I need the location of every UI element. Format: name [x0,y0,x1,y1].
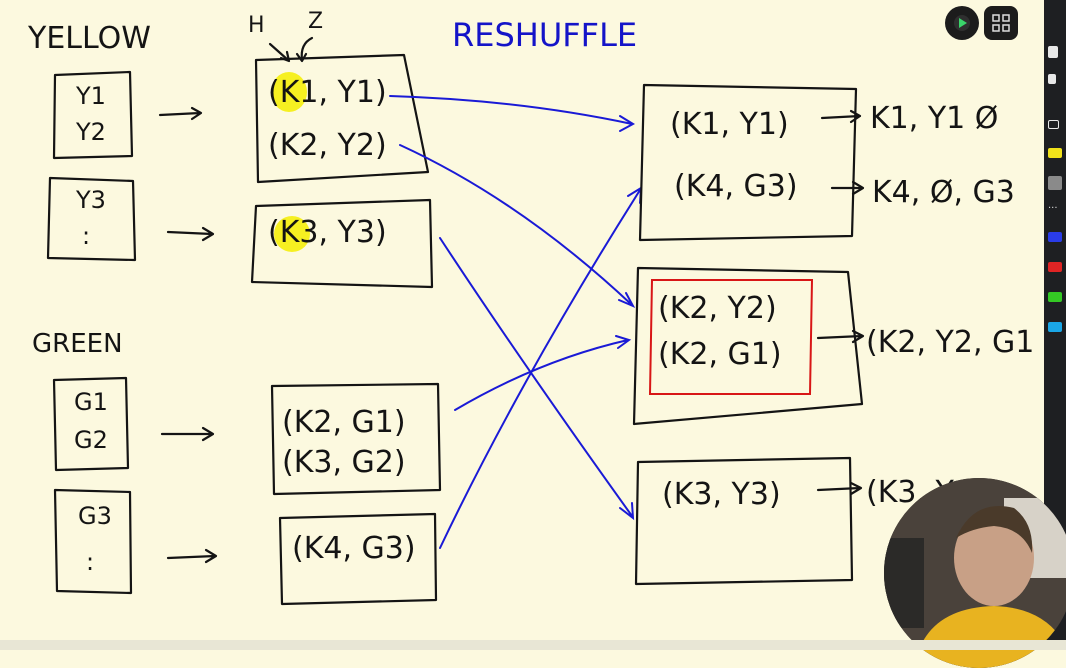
svg-text:(K4, G3): (K4, G3) [674,169,798,204]
mapped-box-yellow-1: (K1, Y1) (K2, Y2) [254,53,430,184]
green-pen-icon[interactable] [1048,292,1062,302]
red-highlight-box [648,279,814,395]
blue-pen-icon[interactable] [1048,232,1062,242]
output-1: K1, Y1 Ø [870,101,998,136]
green-source-box-2: G3 : [53,488,133,595]
svg-text:G2: G2 [74,426,108,454]
svg-text:Y1: Y1 [75,82,106,110]
hand-icon[interactable] [1048,46,1058,58]
svg-text:(K3, G2): (K3, G2) [282,445,406,480]
more-icon[interactable]: ··· [1048,203,1058,214]
highlight-k1 [271,72,307,112]
svg-text:Y3: Y3 [75,186,106,214]
highlighter-icon[interactable] [1048,148,1062,158]
green-heading: GREEN [32,329,123,359]
yellow-source-box-1: Y1 Y2 [52,70,134,160]
output-arrows [816,109,865,496]
svg-text:(K2, Y2): (K2, Y2) [268,128,387,163]
reduce-box-2: (K2, Y2) (K2, G1) [632,266,864,426]
whiteboard-canvas[interactable]: YELLOW GREEN RESHUFFLE H Z Y1 Y2 Y3 : G1… [0,0,1066,650]
mapped-box-green-2: (K4, G3) [278,512,438,606]
svg-text:(K3, Y3): (K3, Y3) [268,215,387,250]
z-label: Z [308,9,323,34]
lasso-icon[interactable] [1048,120,1059,129]
pen-icon[interactable] [1048,176,1062,190]
reduce-box-1: (K1, Y1) (K4, G3) [638,83,858,242]
svg-text:(K1, Y1): (K1, Y1) [670,107,789,142]
grid-icon [992,14,1010,32]
drawing-toolbar: ··· [1044,0,1066,650]
svg-text::: : [86,548,94,576]
svg-text:(K4, G3): (K4, G3) [292,531,416,566]
svg-text:(K1, Y1): (K1, Y1) [268,75,387,110]
h-label: H [248,13,265,38]
yellow-heading: YELLOW [27,21,151,56]
pointer-icon[interactable] [1048,74,1056,84]
play-button[interactable] [945,6,979,40]
grid-button[interactable] [984,6,1018,40]
mapped-box-yellow-2: (K3, Y3) [250,198,434,289]
reshuffle-heading: RESHUFFLE [452,16,637,54]
mapped-box-green-1: (K2, G1) (K3, G2) [270,382,442,496]
svg-text:(K2, G1): (K2, G1) [282,405,406,440]
map-arrows [158,106,218,564]
output-2: K4, Ø, G3 [872,175,1015,210]
svg-text:Y2: Y2 [75,118,106,146]
svg-text:(K2, G1): (K2, G1) [658,337,782,372]
svg-text:G3: G3 [78,502,112,530]
svg-text::: : [82,222,90,250]
bottom-strip [0,640,1066,650]
reshuffle-arrows [389,95,643,549]
svg-text:G1: G1 [74,388,108,416]
green-source-box-1: G1 G2 [52,376,130,472]
reduce-box-3: (K3, Y3) [634,456,854,586]
svg-text:(K3, Y3): (K3, Y3) [662,477,781,512]
play-icon [954,15,970,31]
svg-text:(K2, Y2): (K2, Y2) [658,291,777,326]
cyan-pen-icon[interactable] [1048,322,1062,332]
yellow-source-box-2: Y3 : [46,176,137,262]
red-pen-icon[interactable] [1048,262,1062,272]
output-3: (K2, Y2, G1 [866,325,1034,360]
highlight-k3 [274,216,310,252]
